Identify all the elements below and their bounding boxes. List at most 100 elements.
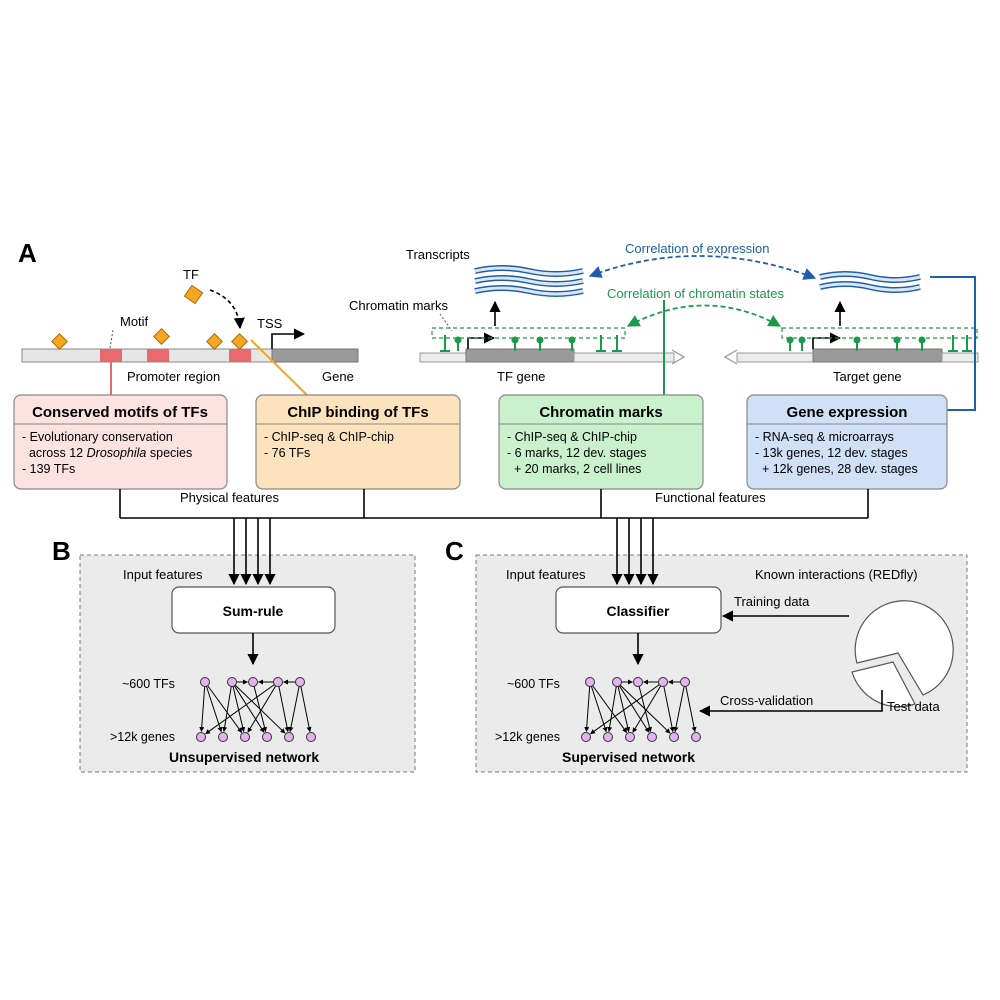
correlation-expression-arrow — [588, 255, 817, 280]
motifs-box-line-1: - Evolutionary conservation — [22, 430, 173, 444]
network-edge — [222, 686, 232, 733]
transcripts-label: Transcripts — [406, 247, 470, 262]
panel-b-tfs-label: ~600 TFs — [122, 677, 175, 691]
promoter-region-label: Promoter region — [127, 369, 220, 384]
network-edge — [592, 685, 628, 733]
motifs-box-line-3: - 139 TFs — [22, 462, 75, 476]
classifier-label: Classifier — [606, 603, 670, 619]
motif-label: Motif — [120, 314, 149, 329]
tf-chromatin-region — [431, 327, 626, 339]
test-data-label: Test data — [887, 699, 941, 714]
network-edge — [232, 686, 246, 733]
supervised-network-label: Supervised network — [562, 749, 695, 765]
panel-c-input-arrows — [611, 518, 659, 586]
known-interactions-label: Known interactions (REDfly) — [755, 567, 918, 582]
tf-node — [612, 677, 622, 687]
chromatin-box-line-1: - ChIP-seq & ChIP-chip — [507, 430, 637, 444]
expression-box-line-1: - RNA-seq & microarrays — [755, 430, 894, 444]
tf-node — [200, 677, 210, 687]
target-transcripts — [819, 271, 921, 293]
motifs-box-title: Conserved motifs of TFs — [32, 404, 208, 421]
panel-label-a: A — [18, 238, 37, 268]
unsupervised-network-label: Unsupervised network — [169, 749, 319, 765]
tf-chromatin-marks — [440, 335, 622, 352]
feature-box-expression: Gene expression - RNA-seq & microarrays … — [746, 394, 948, 490]
expression-box-title: Gene expression — [787, 404, 908, 421]
panel-c-genes-label: >12k genes — [495, 730, 560, 744]
feature-box-chromatin: Chromatin marks - ChIP-seq & ChIP-chip -… — [498, 394, 704, 490]
correlation-chromatin-arrow — [626, 304, 782, 327]
tf-label: TF — [183, 267, 199, 282]
tf-node — [248, 677, 258, 687]
tf-node — [585, 677, 595, 687]
network-edge — [288, 686, 300, 733]
motif-pointer — [109, 329, 114, 349]
chromatin-box-line-2: - 6 marks, 12 dev. stages — [507, 446, 646, 460]
test-data-pie-slice — [851, 661, 916, 708]
tf-node — [633, 677, 643, 687]
cross-validation-label: Cross-validation — [720, 693, 813, 708]
gene-node — [306, 732, 316, 742]
training-data-label: Training data — [734, 594, 810, 609]
tf-binding-arrow — [209, 289, 245, 330]
network-edge — [207, 685, 243, 733]
feature-box-motifs: Conserved motifs of TFs - Evolutionary c… — [13, 394, 228, 490]
panel-label-c: C — [445, 536, 464, 566]
panel-c-tfs-label: ~600 TFs — [507, 677, 560, 691]
tf-node — [295, 677, 305, 687]
chromatin-marks-label: Chromatin marks — [349, 298, 448, 313]
motif-diamonds — [51, 328, 248, 350]
tf-gene-label: TF gene — [497, 369, 545, 384]
tf-diamond-icon — [183, 284, 204, 305]
network-edge — [199, 686, 206, 733]
chromatin-box-line-3: + 20 marks, 2 cell lines — [507, 462, 641, 476]
gene-node — [581, 732, 591, 742]
chip-box-line-2: - 76 TFs — [264, 446, 310, 460]
network-edge — [607, 686, 617, 733]
gene-node — [196, 732, 206, 742]
expression-connector — [930, 276, 976, 411]
functional-features-label: Functional features — [655, 490, 766, 505]
gene-node — [240, 732, 250, 742]
target-gene-track — [723, 332, 979, 365]
network-edge — [618, 685, 650, 733]
feature-box-chip: ChIP binding of TFs - ChIP-seq & ChIP-ch… — [255, 394, 461, 490]
network-edge — [663, 686, 675, 733]
gene-node — [218, 732, 228, 742]
supervised-network-graph — [581, 677, 701, 742]
promoter-track — [21, 348, 359, 363]
tf-node — [680, 677, 690, 687]
target-gene-label: Target gene — [833, 369, 902, 384]
physical-features-label: Physical features — [180, 490, 279, 505]
tf-node — [227, 677, 237, 687]
correlation-expression-label: Correlation of expression — [625, 241, 770, 256]
target-chromatin-region — [781, 327, 978, 339]
tf-transcripts — [474, 265, 584, 297]
gene-node — [691, 732, 701, 742]
motifs-box-line-2: across 12 Drosophila species — [22, 446, 192, 460]
network-edge — [685, 686, 697, 733]
network-edge — [632, 685, 662, 733]
tf-gene-track — [419, 332, 686, 365]
unsupervised-network-graph — [196, 677, 316, 742]
panel-c-input-features-label: Input features — [506, 567, 586, 582]
gene-label: Gene — [322, 369, 354, 384]
tf-node — [658, 677, 668, 687]
cross-validation-arrow — [698, 690, 883, 717]
network-edge — [205, 684, 275, 735]
gene-node — [669, 732, 679, 742]
panel-b-input-features-label: Input features — [123, 567, 203, 582]
tf-node — [273, 677, 283, 687]
gene-node — [625, 732, 635, 742]
gene-node — [603, 732, 613, 742]
chip-connector — [250, 339, 308, 396]
panel-label-b: B — [52, 536, 71, 566]
expression-box-line-2: - 13k genes, 12 dev. stages — [755, 446, 908, 460]
network-edge — [300, 686, 312, 733]
sum-rule-label: Sum-rule — [223, 603, 284, 619]
panel-b-genes-label: >12k genes — [110, 730, 175, 744]
tss-label: TSS — [257, 316, 283, 331]
chromatin-marks-pointer — [439, 313, 453, 332]
network-edge — [673, 686, 685, 733]
gene-node — [647, 732, 657, 742]
